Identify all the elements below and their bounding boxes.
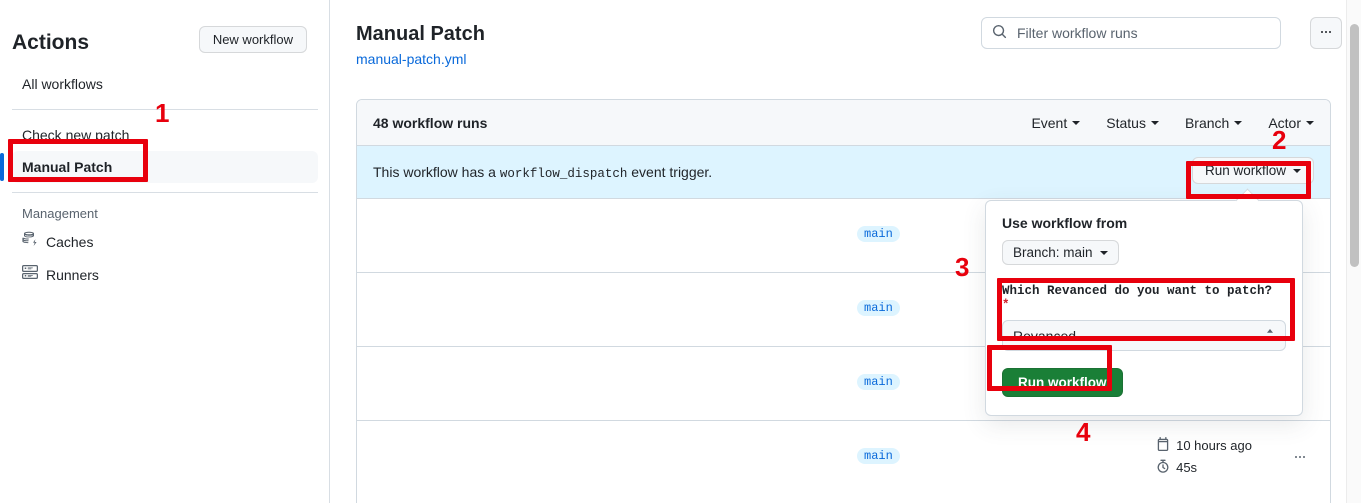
- table-row[interactable]: main: [357, 199, 1330, 273]
- submit-run-workflow-button[interactable]: Run workflow: [1002, 368, 1123, 397]
- table-row[interactable]: main: [357, 273, 1330, 347]
- search-icon: [992, 24, 1007, 42]
- server-icon: [22, 264, 38, 285]
- workflow-runs-box: 48 workflow runs Event Status Branch: [356, 99, 1331, 503]
- filter-actor[interactable]: Actor: [1268, 115, 1314, 131]
- run-workflow-dropdown-label: Run workflow: [1204, 163, 1286, 178]
- cache-icon: [22, 231, 38, 252]
- run-timestamp-label: 10 hours ago: [1176, 438, 1252, 453]
- search-field-wrapper[interactable]: [981, 17, 1281, 49]
- workflow-file-link[interactable]: manual-patch.yml: [356, 51, 467, 67]
- sidebar-divider-2: [12, 192, 318, 193]
- kebab-horizontal-icon: [1318, 24, 1334, 43]
- sidebar-header: Actions New workflow: [12, 14, 307, 54]
- workflow-input-label-text: Which Revanced do you want to patch?: [1002, 284, 1273, 298]
- workflow-dispatch-banner: This workflow has a workflow_dispatch ev…: [357, 146, 1330, 199]
- search-input[interactable]: [1015, 24, 1270, 42]
- sidebar-item-all-workflows[interactable]: All workflows: [22, 76, 103, 92]
- sidebar-divider-1: [12, 109, 318, 110]
- chevron-down-icon: [1099, 250, 1108, 255]
- run-timestamp: 10 hours ago: [1156, 437, 1252, 454]
- stopwatch-icon: [1156, 459, 1170, 476]
- page-scrollbar-thumb[interactable]: [1350, 24, 1359, 267]
- row-more-options-button[interactable]: [1292, 449, 1308, 468]
- run-workflow-dropdown-button[interactable]: Run workflow: [1191, 157, 1314, 184]
- sidebar-item-check-new-patch[interactable]: Check new patch: [22, 127, 130, 143]
- sidebar-item-caches-label: Caches: [46, 233, 94, 250]
- chevron-down-icon: [1234, 120, 1243, 125]
- calendar-icon: [1156, 437, 1170, 454]
- filter-branch[interactable]: Branch: [1184, 114, 1243, 131]
- dispatch-text-before: This workflow has a: [373, 163, 496, 180]
- more-options-button[interactable]: [1310, 17, 1342, 49]
- workflow-runs-header: 48 workflow runs Event Status Branch: [357, 100, 1330, 146]
- workflow-input-select-wrapper[interactable]: Revanced: [1002, 320, 1286, 351]
- run-workflow-popover: Use workflow from Branch: main Which Rev…: [985, 200, 1303, 416]
- run-duration: 45s: [1156, 459, 1197, 476]
- sidebar: Actions New workflow All workflows Check…: [0, 0, 330, 503]
- filter-event-label: Event: [1031, 114, 1068, 131]
- workflow-input-label: Which Revanced do you want to patch? *: [1002, 284, 1286, 312]
- workflow-runs-filters: Event Status Branch Actor: [1031, 115, 1314, 131]
- dispatch-text-after: event trigger.: [631, 163, 713, 180]
- sidebar-item-runners-label: Runners: [46, 266, 99, 283]
- chevron-down-icon: [1293, 168, 1301, 173]
- branch-select-button[interactable]: Branch: main: [1002, 240, 1119, 265]
- chevron-down-icon: [1306, 120, 1314, 125]
- required-marker: *: [1002, 298, 1010, 312]
- workflow-runs-count: 48 workflow runs: [373, 114, 488, 131]
- new-workflow-button[interactable]: New workflow: [198, 26, 307, 53]
- table-row[interactable]: main 10 hours ago: [357, 421, 1330, 495]
- sidebar-item-runners[interactable]: Runners: [12, 258, 318, 291]
- workflow-dispatch-text: This workflow has a workflow_dispatch ev…: [373, 164, 712, 181]
- filter-actor-label: Actor: [1268, 114, 1301, 131]
- page-title: Manual Patch: [356, 23, 485, 45]
- filter-status[interactable]: Status: [1106, 115, 1159, 131]
- chevron-down-icon: [1072, 120, 1081, 125]
- branch-badge[interactable]: main: [857, 226, 900, 242]
- branch-badge[interactable]: main: [857, 374, 900, 390]
- chevron-down-icon: [1150, 120, 1159, 125]
- kebab-horizontal-icon: [1292, 452, 1308, 468]
- sidebar-workflow-list: All workflows Check new patch Manual Pat…: [0, 68, 330, 291]
- use-workflow-from-label: Use workflow from: [1002, 215, 1128, 231]
- sidebar-section-management: Management: [22, 206, 98, 221]
- run-meta: 10 hours ago 45s: [1156, 437, 1252, 476]
- filter-status-label: Status: [1106, 114, 1146, 131]
- dispatch-event-code: workflow_dispatch: [499, 166, 628, 181]
- branch-select-label: Branch: main: [1013, 245, 1093, 260]
- sidebar-item-manual-patch[interactable]: Manual Patch: [0, 151, 318, 183]
- filter-event[interactable]: Event: [1031, 114, 1081, 131]
- run-duration-label: 45s: [1176, 460, 1198, 475]
- filter-branch-label: Branch: [1184, 114, 1230, 131]
- sidebar-title: Actions: [12, 31, 90, 54]
- page-scrollbar-track[interactable]: [1346, 0, 1361, 503]
- sidebar-item-caches[interactable]: Caches: [12, 225, 318, 258]
- main-content: Manual Patch manual-patch.yml 48 workflo…: [331, 0, 1361, 503]
- branch-badge[interactable]: main: [857, 300, 900, 316]
- revanced-select[interactable]: Revanced: [1002, 320, 1286, 351]
- branch-badge[interactable]: main: [857, 448, 900, 464]
